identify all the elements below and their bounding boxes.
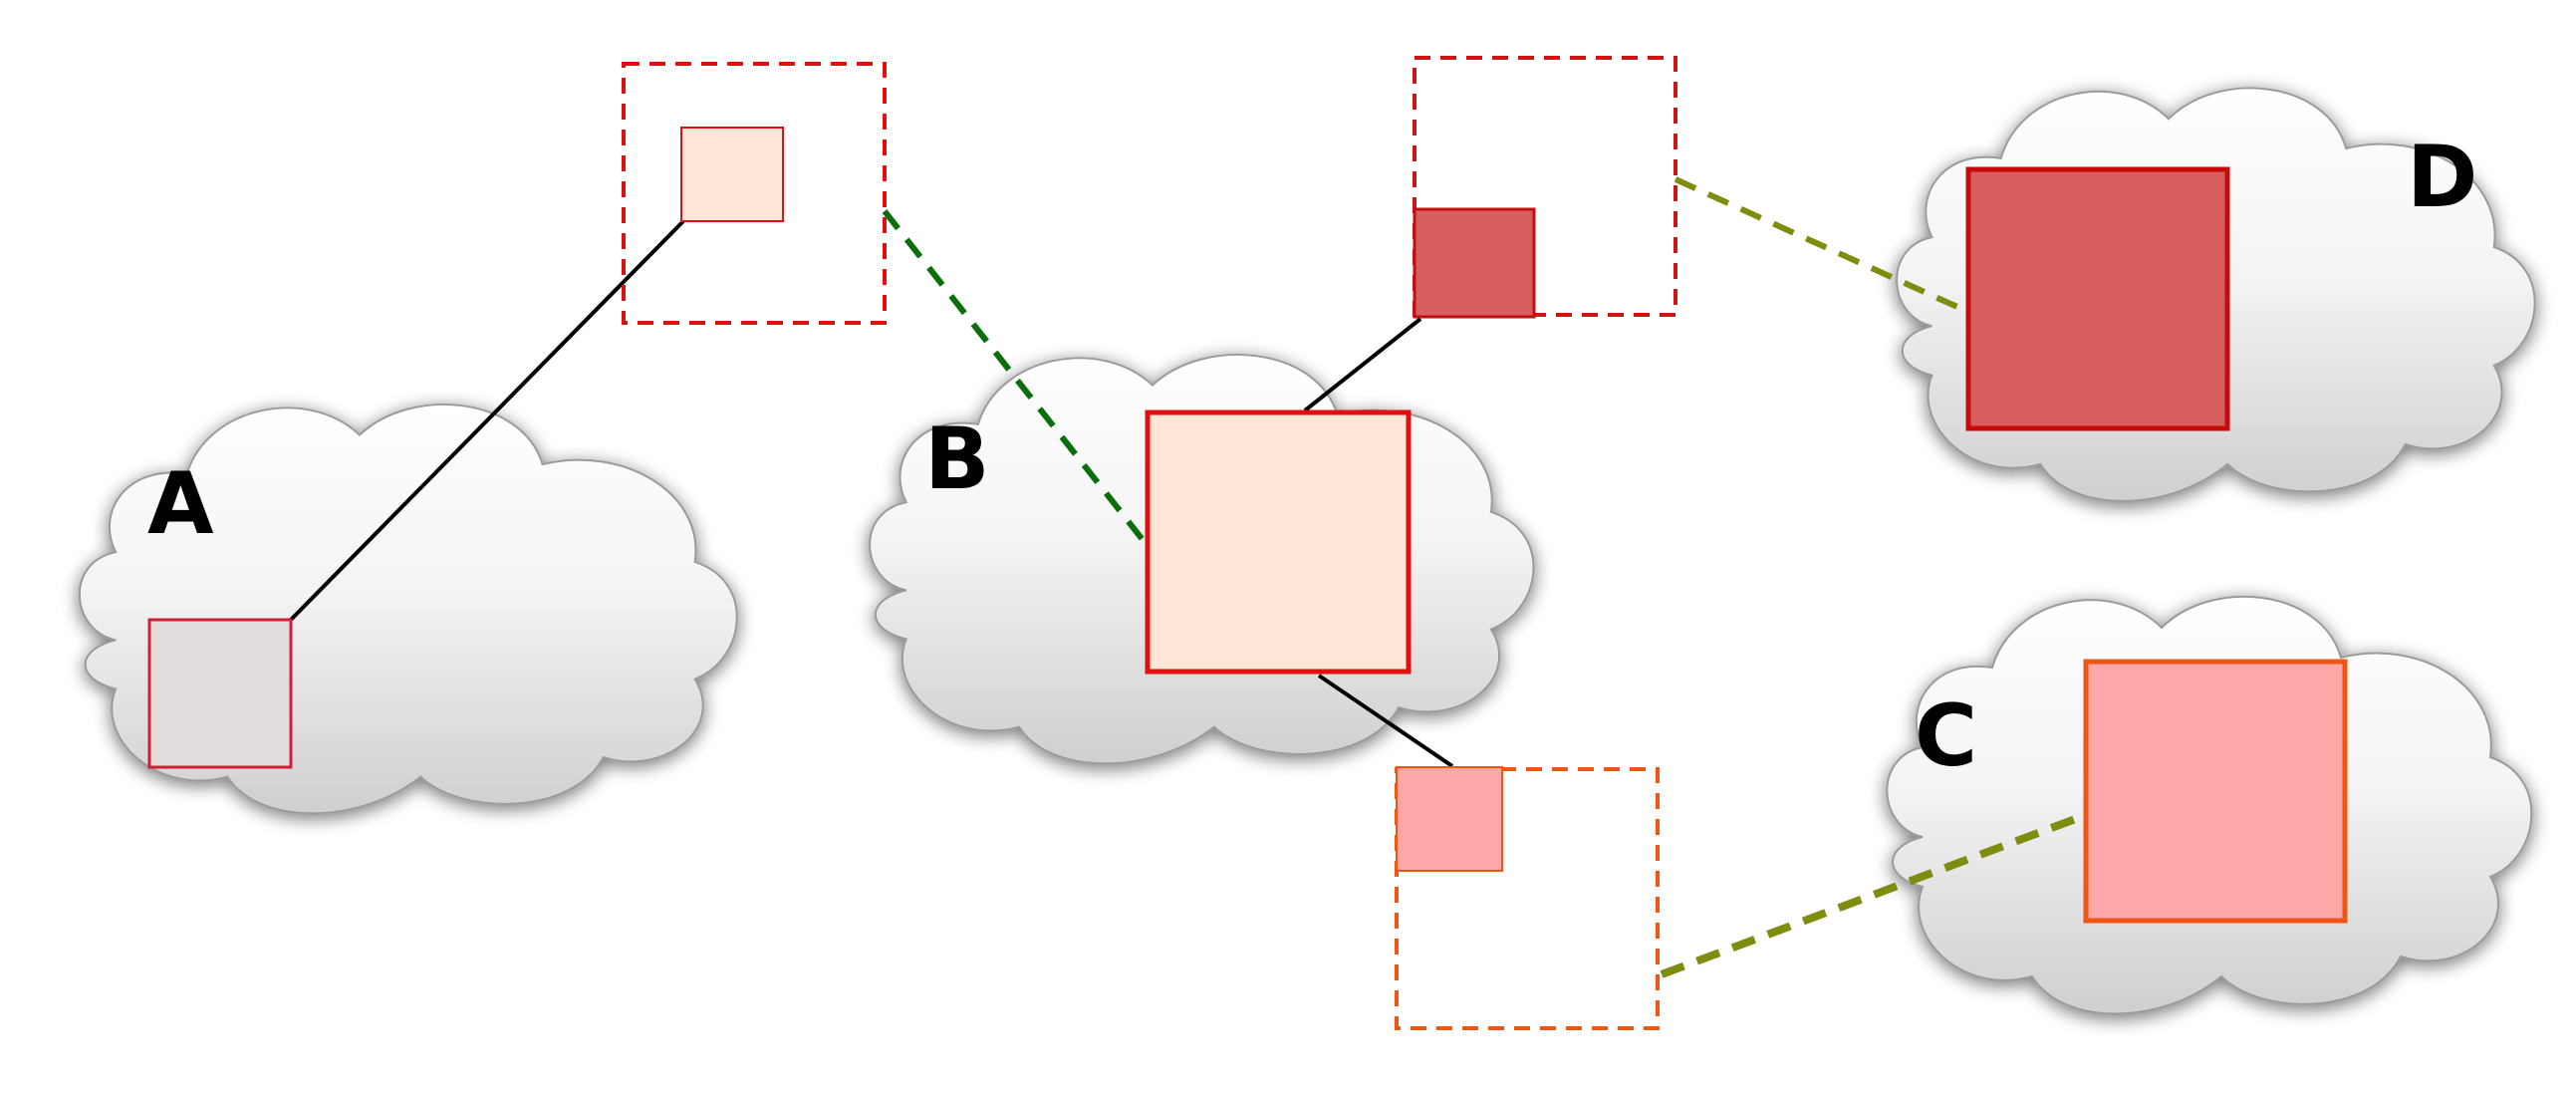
dashed-box-d-replica [1413,56,1677,317]
square-b [1145,410,1412,675]
link-a-to-b-replica [289,219,685,622]
square-c [2083,659,2348,924]
dashed-box-a-replica [622,62,887,325]
square-d [1965,166,2230,431]
link-b-to-d-replica [1303,317,1422,412]
replica-square-d [1413,207,1536,319]
dashed-link-olive-d [1674,176,1970,315]
cloud-label-a: A [147,454,214,554]
cloud-label-c: C [1915,686,1977,786]
square-a [147,618,293,769]
replica-square-b-top [680,127,784,222]
link-b-to-c-replica [1317,674,1454,768]
replica-square-c [1396,766,1503,872]
cloud-label-d: D [2407,128,2477,227]
dashed-box-c-replica [1395,767,1660,1030]
cloud-label-b: B [924,410,990,509]
